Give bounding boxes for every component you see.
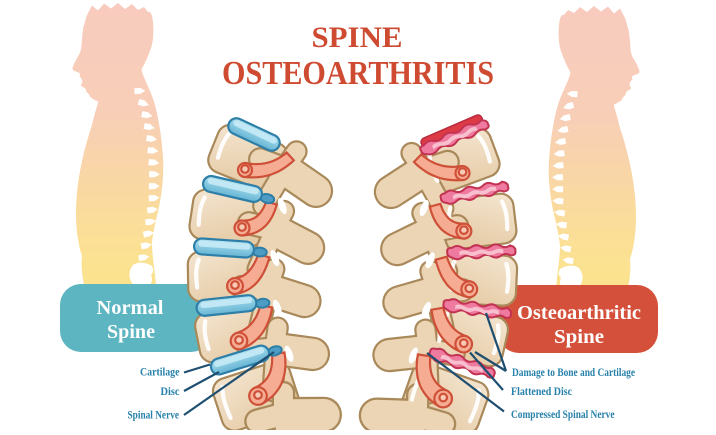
svg-text:Flattened Disc: Flattened Disc bbox=[511, 386, 572, 398]
svg-text:Spine: Spine bbox=[554, 326, 604, 348]
svg-text:Normal: Normal bbox=[97, 297, 164, 319]
svg-text:Compressed Spinal Nerve: Compressed Spinal Nerve bbox=[511, 409, 615, 421]
svg-text:SPINE: SPINE bbox=[312, 21, 403, 54]
svg-text:Disc: Disc bbox=[161, 386, 180, 398]
svg-text:Spine: Spine bbox=[107, 321, 155, 343]
svg-text:Cartilage: Cartilage bbox=[140, 367, 180, 379]
svg-text:OSTEOARTHRITIS: OSTEOARTHRITIS bbox=[222, 55, 494, 92]
svg-text:Spinal Nerve: Spinal Nerve bbox=[128, 410, 180, 422]
svg-text:Osteoarthritic: Osteoarthritic bbox=[517, 302, 641, 324]
svg-text:Damage to Bone and Cartilage: Damage to Bone and Cartilage bbox=[512, 367, 635, 379]
